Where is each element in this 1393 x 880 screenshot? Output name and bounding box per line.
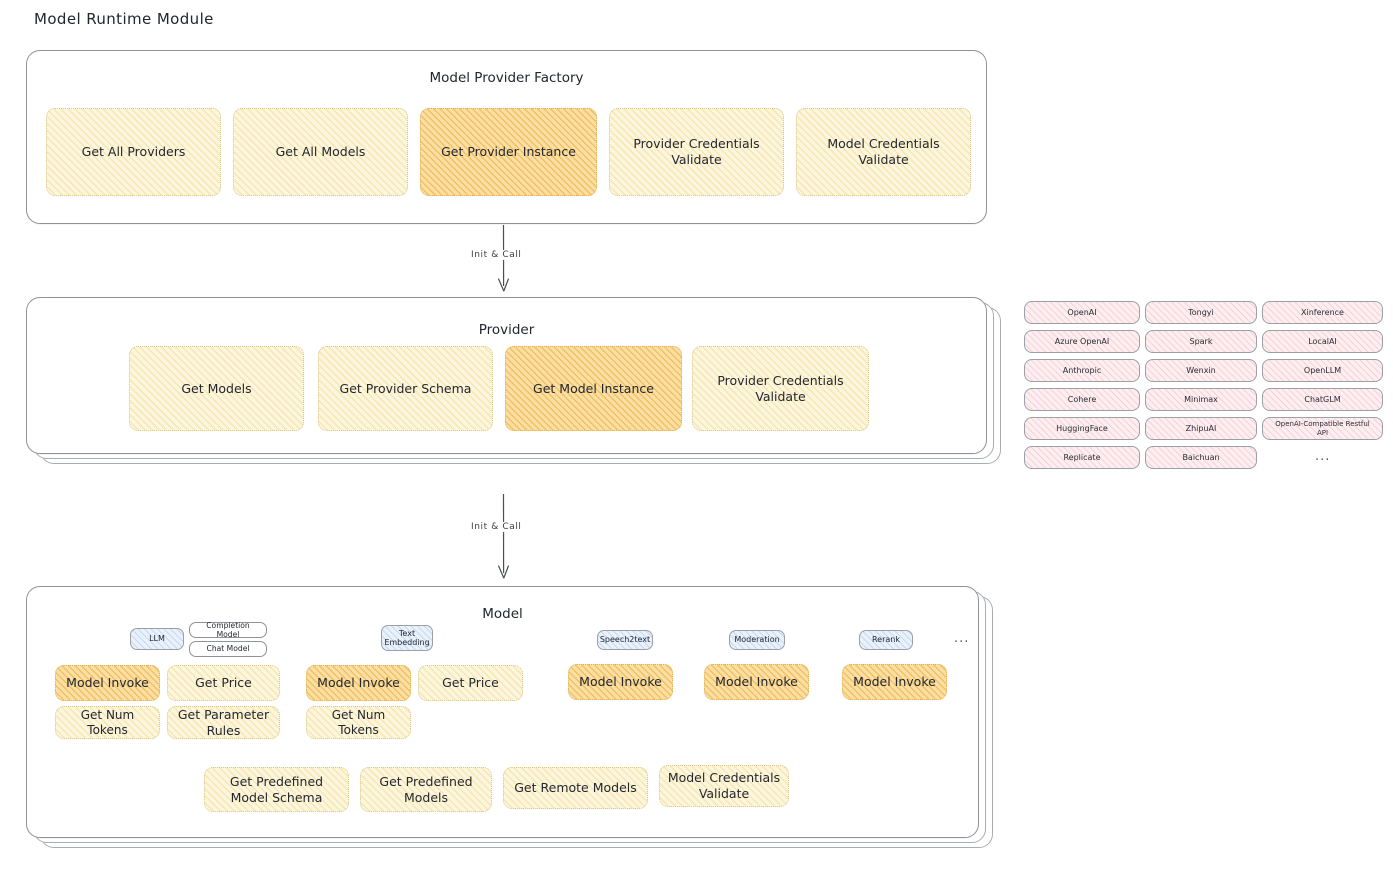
provider-panel: Provider Get Models Get Provider Schema …	[26, 297, 987, 454]
node-embedding-model-invoke[interactable]: Model Invoke	[306, 665, 411, 701]
model-panel: Model LLM Completion Model Chat Model Mo…	[26, 586, 979, 838]
node-moderation-model-invoke[interactable]: Model Invoke	[704, 664, 809, 700]
factory-title: Model Provider Factory	[429, 70, 584, 86]
provider-chip-anthropic[interactable]: Anthropic	[1024, 359, 1140, 382]
provider-chip-wenxin[interactable]: Wenxin	[1145, 359, 1257, 382]
provider-chip-minimax[interactable]: Minimax	[1145, 388, 1257, 411]
model-title: Model	[482, 606, 523, 622]
node-get-all-providers[interactable]: Get All Providers	[46, 108, 221, 196]
provider-chip-chatglm[interactable]: ChatGLM	[1262, 388, 1383, 411]
provider-chip-openai[interactable]: OpenAI	[1024, 301, 1140, 324]
provider-title: Provider	[478, 322, 535, 338]
model-subtype-chat-model[interactable]: Chat Model	[189, 641, 267, 657]
node-model-credentials-validate-2[interactable]: Model Credentials Validate	[659, 765, 789, 807]
provider-chip-zhipuai[interactable]: ZhipuAI	[1145, 417, 1257, 440]
provider-chip-openai-compatible[interactable]: OpenAI-Compatible Restful API	[1262, 417, 1383, 440]
provider-chip-xinference[interactable]: Xinference	[1262, 301, 1383, 324]
node-speech2text-model-invoke[interactable]: Model Invoke	[568, 664, 673, 700]
node-provider-credentials-validate[interactable]: Provider Credentials Validate	[609, 108, 784, 196]
arrow-provider-to-model: Init & Call	[467, 493, 540, 585]
node-llm-model-invoke[interactable]: Model Invoke	[55, 665, 160, 701]
provider-chip-openllm[interactable]: OpenLLM	[1262, 359, 1383, 382]
provider-list: OpenAI Azure OpenAI Anthropic Cohere Hug…	[1024, 301, 1384, 476]
node-llm-get-price[interactable]: Get Price	[167, 665, 280, 701]
provider-chip-replicate[interactable]: Replicate	[1024, 446, 1140, 469]
model-type-badge-text-embedding[interactable]: Text Embedding	[381, 625, 433, 651]
model-types-more: ...	[954, 631, 970, 646]
provider-chip-tongyi[interactable]: Tongyi	[1145, 301, 1257, 324]
provider-list-more: ...	[1315, 449, 1331, 464]
page-title: Model Runtime Module	[34, 10, 214, 28]
arrow-provider-to-model-label: Init & Call	[467, 522, 526, 532]
node-embedding-get-num-tokens[interactable]: Get Num Tokens	[306, 706, 411, 739]
provider-chip-azure-openai[interactable]: Azure OpenAI	[1024, 330, 1140, 353]
node-embedding-get-price[interactable]: Get Price	[418, 665, 523, 701]
arrow-factory-to-provider-label: Init & Call	[467, 250, 526, 260]
arrow-factory-to-provider: Init & Call	[467, 224, 540, 298]
model-type-badge-llm[interactable]: LLM	[130, 628, 184, 650]
node-get-all-models[interactable]: Get All Models	[233, 108, 408, 196]
node-get-model-instance[interactable]: Get Model Instance	[505, 346, 682, 431]
model-subtype-completion-model[interactable]: Completion Model	[189, 621, 267, 639]
model-type-badge-moderation[interactable]: Moderation	[729, 630, 785, 650]
provider-chip-baichuan[interactable]: Baichuan	[1145, 446, 1257, 469]
node-get-predefined-models[interactable]: Get Predefined Models	[360, 767, 492, 812]
node-get-provider-instance[interactable]: Get Provider Instance	[420, 108, 597, 196]
node-get-predefined-model-schema[interactable]: Get Predefined Model Schema	[204, 767, 349, 812]
node-get-models[interactable]: Get Models	[129, 346, 304, 431]
provider-chip-localai[interactable]: LocalAI	[1262, 330, 1383, 353]
node-llm-get-parameter-rules[interactable]: Get Parameter Rules	[167, 706, 280, 739]
node-get-provider-schema[interactable]: Get Provider Schema	[318, 346, 493, 431]
model-type-badge-rerank[interactable]: Rerank	[859, 630, 913, 650]
model-type-badge-speech2text[interactable]: Speech2text	[597, 630, 653, 650]
model-provider-factory-panel: Model Provider Factory Get All Providers…	[26, 50, 987, 224]
node-llm-get-num-tokens[interactable]: Get Num Tokens	[55, 706, 160, 739]
node-get-remote-models[interactable]: Get Remote Models	[503, 767, 648, 809]
provider-chip-spark[interactable]: Spark	[1145, 330, 1257, 353]
provider-chip-cohere[interactable]: Cohere	[1024, 388, 1140, 411]
node-rerank-model-invoke[interactable]: Model Invoke	[842, 664, 947, 700]
node-model-credentials-validate[interactable]: Model Credentials Validate	[796, 108, 971, 196]
node-provider-credentials-validate-2[interactable]: Provider Credentials Validate	[692, 346, 869, 431]
provider-chip-huggingface[interactable]: HuggingFace	[1024, 417, 1140, 440]
